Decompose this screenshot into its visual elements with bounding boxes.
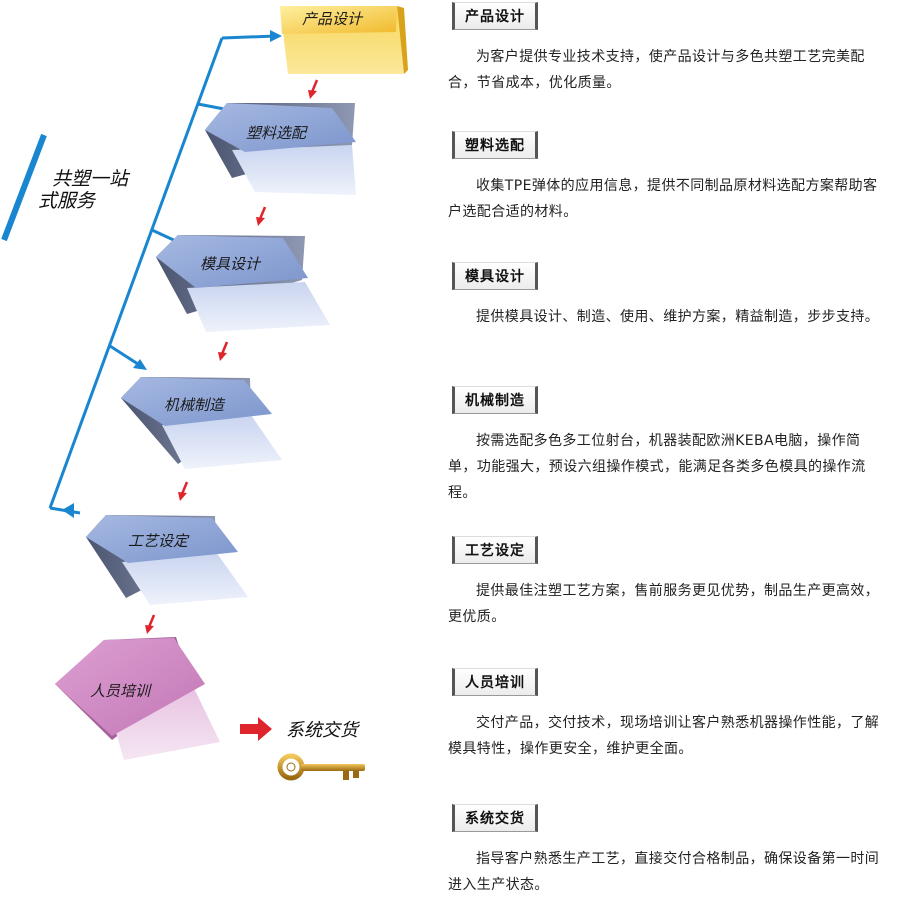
section-heading: 塑料选配 (452, 131, 538, 159)
section-description: 提供模具设计、制造、使用、维护方案，精益制造，步步支持。 (476, 309, 880, 325)
key-icon (277, 753, 365, 781)
step-box-plastic-selection: 塑料选配 (205, 103, 356, 195)
feedback-branch-4 (109, 344, 142, 368)
section-mold-design: 模具设计 提供模具设计、制造、使用、维护方案，精益制造，步步支持。 (448, 262, 888, 330)
step-label-mold-design: 模具设计 (200, 255, 262, 273)
step-label-process-setting: 工艺设定 (128, 532, 190, 550)
section-heading: 工艺设定 (452, 536, 538, 564)
section-heading: 产品设计 (452, 2, 538, 30)
step-box-mold-design: 模具设计 (156, 235, 330, 332)
red-arrow-icon (218, 341, 229, 361)
section-heading: 人员培训 (452, 668, 538, 696)
step-label-plastic-selection: 塑料选配 (246, 124, 308, 142)
section-staff-training: 人员培训 交付产品，交付技术，现场培训让客户熟悉机器操作性能，了解模具特性，操作… (448, 668, 888, 762)
step-box-staff-training: 人员培训 (55, 637, 220, 760)
service-flow-diagram: 共塑一站 式服务 产品设计 塑料选配 模具设计 (1, 6, 408, 781)
section-heading: 系统交货 (452, 804, 538, 832)
arrow-right-icon (240, 717, 272, 741)
section-description: 为客户提供专业技术支持，使产品设计与多色共塑工艺完美配合，节省成本，优化质量。 (448, 49, 865, 91)
section-plastic-selection: 塑料选配 收集TPE弹体的应用信息，提供不同制品原材料选配方案帮助客户选配合适的… (448, 131, 888, 225)
section-description: 指导客户熟悉生产工艺，直接交付合格制品，确保设备第一时间进入生产状态。 (448, 851, 880, 893)
delivery-label: 系统交货 (286, 720, 361, 741)
step-label-machinery: 机械制造 (164, 396, 226, 414)
step-label-product-design: 产品设计 (302, 10, 364, 28)
section-machinery: 机械制造 按需选配多色多工位射台，机器装配欧洲KEBA电脑，操作简单，功能强大，… (448, 386, 888, 506)
side-title-bar (1, 133, 47, 242)
flow-arrows (145, 79, 319, 634)
side-title: 共塑一站 式服务 (1, 133, 131, 242)
red-arrow-icon (178, 481, 189, 501)
section-process-setting: 工艺设定 提供最佳注塑工艺方案，售前服务更见优势，制品生产更高效，更优质。 (448, 536, 888, 630)
side-title-line-1: 共塑一站 (52, 168, 131, 190)
arrowhead-icon (270, 30, 282, 42)
section-description: 提供最佳注塑工艺方案，售前服务更见优势，制品生产更高效，更优质。 (448, 583, 880, 625)
feedback-line-main (48, 37, 224, 509)
red-arrow-icon (308, 79, 319, 99)
red-arrow-icon (145, 614, 156, 634)
section-heading: 机械制造 (452, 386, 538, 414)
section-description: 收集TPE弹体的应用信息，提供不同制品原材料选配方案帮助客户选配合适的材料。 (448, 178, 878, 220)
step-box-product-design: 产品设计 (280, 6, 408, 74)
section-description: 交付产品，交付技术，现场培训让客户熟悉机器操作性能，了解模具特性，操作更安全，维… (448, 715, 880, 757)
arrowhead-icon (62, 503, 74, 518)
section-product-design: 产品设计 为客户提供专业技术支持，使产品设计与多色共塑工艺完美配合，节省成本，优… (448, 2, 888, 96)
section-heading: 模具设计 (452, 262, 538, 290)
arrowhead-icon (133, 359, 147, 370)
step-label-staff-training: 人员培训 (90, 682, 152, 700)
section-description: 按需选配多色多工位射台，机器装配欧洲KEBA电脑，操作简单，功能强大，预设六组操… (448, 433, 866, 501)
feedback-branch-1 (221, 34, 277, 40)
delivery: 系统交货 (240, 717, 361, 741)
step-box-process-setting: 工艺设定 (86, 515, 248, 605)
red-arrow-icon (256, 206, 267, 226)
section-system-delivery: 系统交货 指导客户熟悉生产工艺，直接交付合格制品，确保设备第一时间进入生产状态。 (448, 804, 888, 898)
step-box-machinery: 机械制造 (121, 377, 282, 469)
side-title-line-2: 式服务 (38, 190, 97, 212)
